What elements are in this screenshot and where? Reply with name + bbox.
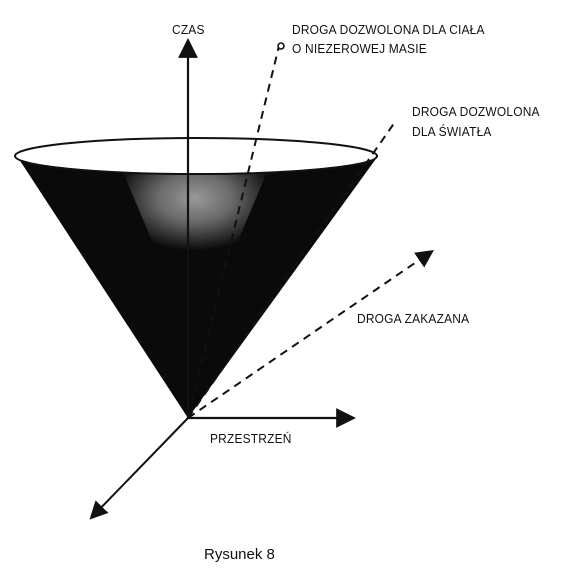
space-axis-label: PRZESTRZEŃ <box>210 431 292 446</box>
massive-body-path-endpoint <box>277 42 285 50</box>
forbidden-path <box>187 249 434 419</box>
time-axis-label: CZAS <box>172 22 205 37</box>
light-cone-body <box>15 153 378 418</box>
figure-caption: Rysunek 8 <box>204 546 275 563</box>
forbidden-path-label: DROGA ZAKAZANA <box>357 311 470 326</box>
massive-body-path <box>187 45 280 419</box>
space-axis-depth-arrow <box>89 417 189 520</box>
light-path <box>187 121 396 419</box>
light-path-label-line2: DLA ŚWIATŁA <box>412 124 492 139</box>
massive-path-label-line2: O NIEZEROWEJ MASIE <box>292 41 427 56</box>
massive-path-label-line1: DROGA DOZWOLONA DLA CIAŁA <box>292 22 485 37</box>
light-cone-rim <box>14 137 378 175</box>
light-path-label-line1: DROGA DOZWOLONA <box>412 104 540 119</box>
